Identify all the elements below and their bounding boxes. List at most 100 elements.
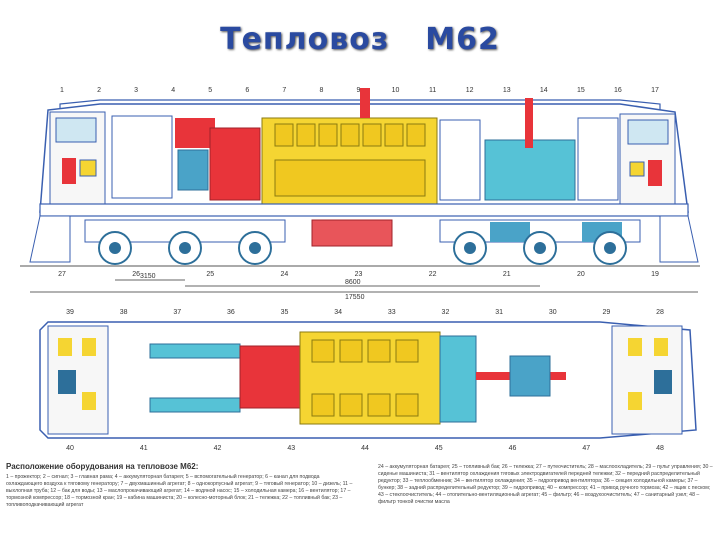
dimension-lines <box>30 279 698 293</box>
callout-label: 14 <box>540 87 548 94</box>
dim-length: 17550 <box>345 294 365 301</box>
callout-label: 17 <box>651 87 659 94</box>
rear-cab-seat <box>648 160 662 186</box>
traction-generator <box>209 127 261 201</box>
callout-label: 3 <box>134 87 138 94</box>
callout-label: 10 <box>392 87 400 94</box>
callout-label: 33 <box>388 309 396 316</box>
callout-label: 30 <box>549 309 557 316</box>
plan-front-console <box>58 370 76 394</box>
callout-label: 31 <box>495 309 503 316</box>
equipment-legend: Расположение оборудования на тепловозе М… <box>6 462 714 538</box>
callout-label: 16 <box>614 87 622 94</box>
callout-label: 19 <box>651 271 659 278</box>
front-cab-panel <box>79 159 97 177</box>
callout-label: 9 <box>357 87 361 94</box>
callout-label: 46 <box>509 445 517 452</box>
front-pilot <box>29 215 71 263</box>
callout-label: 11 <box>429 87 436 94</box>
rear-cab-window <box>627 119 669 145</box>
generator-red-top <box>175 118 215 148</box>
callout-label: 35 <box>281 309 289 316</box>
callout-label: 22 <box>429 271 437 278</box>
callout-label: 8 <box>319 87 323 94</box>
rear-pilot <box>659 215 699 263</box>
main-frame <box>39 203 689 217</box>
callout-label: 23 <box>355 271 363 278</box>
callout-label: 2 <box>97 87 101 94</box>
aux-equipment-block <box>111 115 173 199</box>
side-callouts-bottom: 27 26 25 24 23 22 21 20 19 <box>58 271 659 278</box>
title-word: Тепловоз <box>220 22 390 57</box>
plan-front-cab <box>47 325 109 435</box>
cooling-chamber <box>484 139 576 201</box>
plan-fan-unit <box>509 355 551 397</box>
callout-label: 41 <box>140 445 148 452</box>
callout-label: 15 <box>577 87 585 94</box>
front-cab-seat <box>62 158 76 184</box>
plan-callouts-bottom: 40 41 42 43 44 45 46 47 48 <box>66 445 664 452</box>
callout-label: 12 <box>466 87 474 94</box>
plan-front-seat-1 <box>58 338 72 356</box>
callout-label: 13 <box>503 87 511 94</box>
plan-front-seat-3 <box>82 392 96 410</box>
callout-label: 26 <box>132 271 140 278</box>
front-cab-window <box>55 117 97 143</box>
rear-cab-panel <box>629 161 645 177</box>
plan-cylinders <box>311 339 419 417</box>
callout-label: 37 <box>173 309 181 316</box>
plan-generator <box>239 345 301 409</box>
callout-label: 45 <box>435 445 443 452</box>
callout-label: 20 <box>577 271 585 278</box>
callout-label: 4 <box>171 87 175 94</box>
callout-label: 43 <box>287 445 295 452</box>
exhaust-pipe <box>360 88 370 118</box>
callout-label: 40 <box>66 445 74 452</box>
plan-duct-top <box>149 343 241 359</box>
page-title: Тепловоз М62 <box>0 22 720 57</box>
callout-label: 21 <box>503 271 511 278</box>
callout-label: 39 <box>66 309 74 316</box>
callout-label: 34 <box>334 309 342 316</box>
callout-label: 27 <box>58 271 66 278</box>
fuel-tank <box>311 219 393 247</box>
callout-label: 6 <box>245 87 249 94</box>
callout-label: 48 <box>656 445 664 452</box>
rear-equipment <box>577 117 619 201</box>
rear-bogie <box>439 219 641 265</box>
callout-label: 7 <box>282 87 286 94</box>
callout-label: 25 <box>206 271 214 278</box>
plan-front-seat-2 <box>82 338 96 356</box>
plan-callouts-top: 39 38 37 36 35 34 33 32 31 30 29 28 <box>66 309 664 316</box>
plan-duct-bottom <box>149 397 241 413</box>
plan-rear-console <box>654 370 672 394</box>
callout-label: 47 <box>582 445 590 452</box>
callout-label: 29 <box>602 309 610 316</box>
legend-column-2: 24 – аккумуляторная батарея; 25 – топлив… <box>378 464 713 505</box>
plan-rear-seat-3 <box>628 392 642 410</box>
legend-column-1: 1 – прожектор; 2 – сигнал; 3 – главная р… <box>6 474 353 508</box>
plan-rear-seat-2 <box>654 338 668 356</box>
callout-label: 5 <box>208 87 212 94</box>
callout-label: 36 <box>227 309 235 316</box>
callout-label: 1 <box>60 87 64 94</box>
dim-center-distance: 8600 <box>345 279 361 286</box>
turbo-block <box>439 119 481 201</box>
title-model: М62 <box>425 22 500 57</box>
callout-label: 44 <box>361 445 369 452</box>
callout-label: 38 <box>120 309 128 316</box>
front-bogie <box>84 219 286 265</box>
callout-label: 32 <box>442 309 450 316</box>
cooling-duct <box>177 149 209 191</box>
plan-rear-seat-1 <box>628 338 642 356</box>
engine-cylinders <box>274 123 426 197</box>
plan-blue-chamber <box>439 335 477 423</box>
callout-label: 24 <box>280 271 288 278</box>
callout-label: 42 <box>214 445 222 452</box>
fan-shaft <box>525 98 533 148</box>
callout-label: 28 <box>656 309 664 316</box>
legend-heading: Расположение оборудования на тепловозе М… <box>6 462 199 471</box>
